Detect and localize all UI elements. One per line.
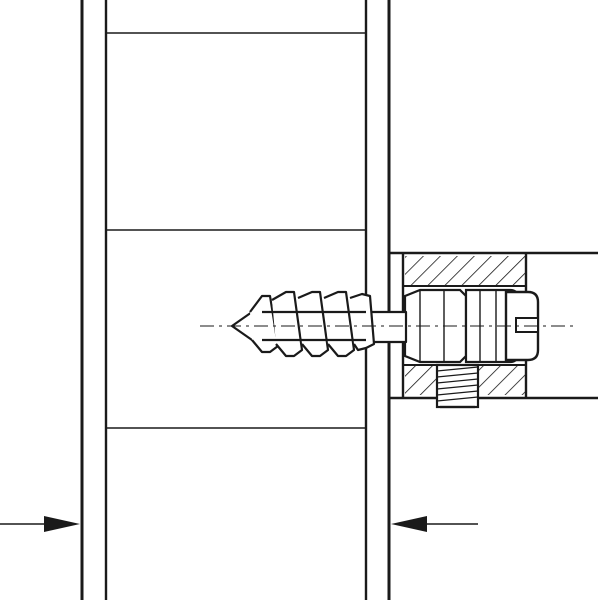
housing-hatch-bottom-right	[478, 365, 525, 395]
wood-screw	[230, 290, 408, 358]
arrowhead-left	[44, 516, 80, 532]
thickness-arrows	[0, 516, 478, 532]
housing-section	[403, 256, 526, 395]
housing-hatch-bottom-left	[405, 365, 437, 395]
housing-hatch-top	[405, 256, 525, 286]
grub-screw	[435, 363, 480, 409]
arrowhead-right	[391, 516, 427, 532]
screw-thread	[249, 290, 376, 358]
